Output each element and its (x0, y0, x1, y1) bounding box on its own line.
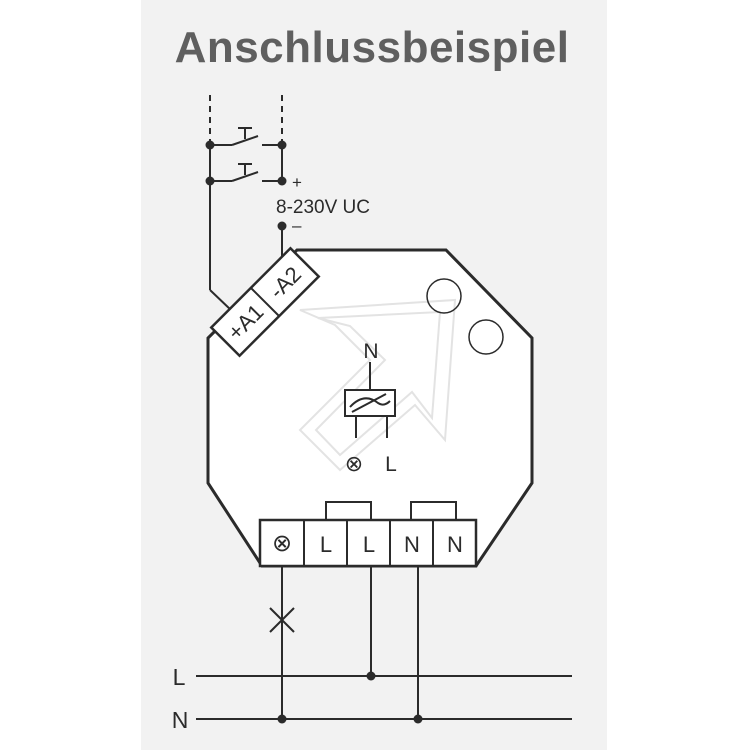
load-terminal-block (258, 518, 478, 568)
control-wires-dashed (209, 95, 283, 140)
terminal-cell-2: L (363, 532, 375, 557)
dimmer-neutral-label: N (363, 340, 378, 363)
diagram-title: Anschlussbeispiel (175, 23, 570, 72)
mains-lines (196, 675, 572, 720)
dimmer-lamp-glyph: ⊗ (345, 451, 363, 476)
mains-neutral-label: N (172, 707, 189, 733)
supply-plus-sign: + (292, 173, 302, 192)
load-wiring (281, 566, 419, 719)
terminal-lamp-glyph: ⊗ (272, 530, 292, 557)
terminal-cell-1: L (320, 532, 332, 557)
mains-line-label: L (173, 664, 186, 690)
dimmer-symbol (344, 362, 396, 438)
lamp-symbol (269, 607, 295, 633)
supply-minus-sign: – (292, 216, 302, 235)
terminal-cell-4: N (447, 532, 463, 557)
supply-voltage-label: 8-230V UC (276, 197, 370, 218)
junction-dots-bottom (277, 671, 423, 724)
dimmer-line-label: L (385, 453, 397, 476)
junction-dots-top (205, 140, 287, 231)
mounting-holes (426, 278, 504, 355)
watermark-arrow (298, 298, 457, 472)
terminal-cell-3: N (404, 532, 420, 557)
terminal-bridges (325, 501, 457, 520)
